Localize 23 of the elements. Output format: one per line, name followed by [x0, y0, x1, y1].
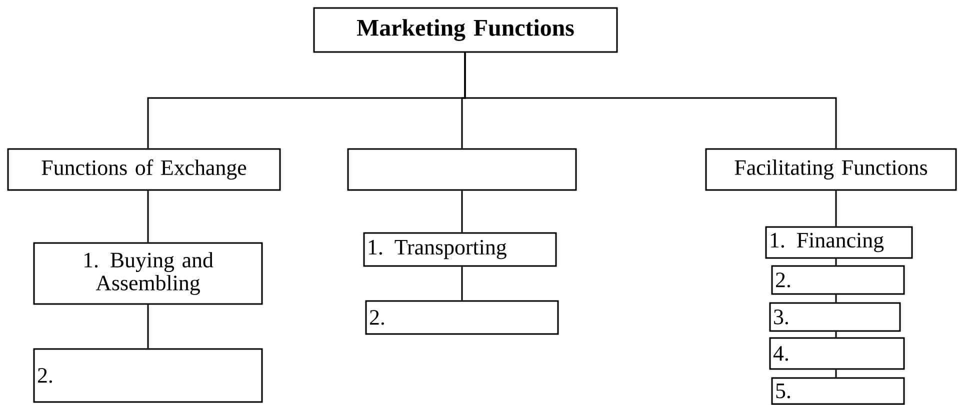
connector-line — [464, 52, 837, 148]
connector-line — [147, 190, 149, 242]
connector-line — [835, 258, 837, 266]
item-box: 5. — [771, 377, 905, 405]
item-box: 2. — [365, 300, 559, 335]
category-box: Facilitating Functions — [705, 148, 957, 191]
item-box: 3. — [769, 302, 901, 332]
heading-box: Marketing Functions — [313, 7, 618, 53]
item-box: 1. Financing — [765, 226, 913, 259]
connector-line — [461, 190, 463, 232]
category-box: Functions of Exchange — [7, 148, 281, 191]
empty-box — [347, 148, 577, 191]
item-box: 2. — [771, 265, 905, 295]
connector-line — [835, 332, 837, 338]
connector-line — [461, 266, 463, 300]
connector-line — [835, 294, 837, 302]
connector-line — [147, 304, 149, 348]
item-box: 4. — [769, 337, 905, 370]
connector-line — [835, 190, 837, 226]
item-box: 1. Buying and Assembling — [33, 242, 263, 305]
connector-line — [835, 370, 837, 378]
item-box: 1. Transporting — [363, 232, 557, 267]
item-box: 2. — [33, 348, 263, 403]
